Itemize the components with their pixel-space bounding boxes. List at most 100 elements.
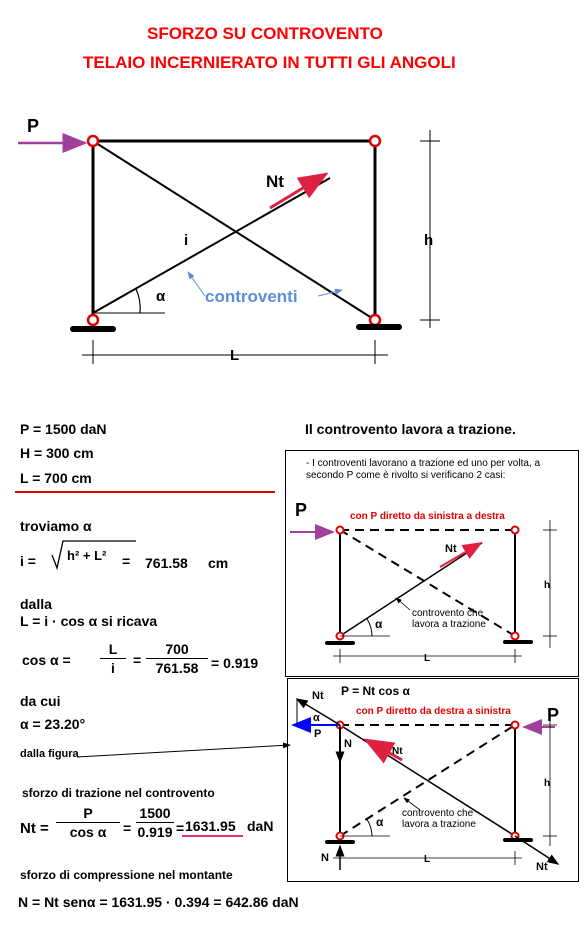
angle-arc-icon bbox=[365, 817, 373, 837]
case2-label-nt-top: Nt bbox=[312, 690, 324, 702]
da-cui: da cui bbox=[20, 693, 61, 709]
fraction-bar bbox=[146, 658, 208, 659]
sqrt-icon bbox=[51, 540, 136, 571]
nt-fraction-2: 1500 0.919 bbox=[136, 805, 174, 840]
cos-lhs: cos α = bbox=[22, 652, 71, 668]
case1-frame bbox=[290, 520, 557, 663]
nt-unit: daN bbox=[247, 818, 274, 834]
pointer-icon bbox=[76, 742, 291, 758]
trazione-label: sforzo di trazione nel controvento bbox=[22, 786, 215, 800]
support-icon bbox=[356, 324, 402, 330]
hinge-icon bbox=[335, 525, 345, 535]
case1-title: con P diretto da sinistra a destra bbox=[350, 511, 505, 522]
cos-result: = 0.919 bbox=[211, 655, 259, 671]
support-icon bbox=[325, 840, 355, 844]
compressione-label: sforzo di compressione nel montante bbox=[20, 868, 233, 882]
case2-label-n-top: N bbox=[344, 738, 352, 750]
nt-vector-icon bbox=[295, 698, 341, 726]
case2-label-n-bottom: N bbox=[321, 852, 329, 864]
case1-box bbox=[285, 450, 579, 677]
nt-frac2-num: 1500 bbox=[139, 805, 171, 821]
label-p: P bbox=[27, 116, 40, 136]
relation: L = i · cos α si ricava bbox=[20, 613, 158, 629]
nt-frac2-den: 0.919 bbox=[137, 824, 173, 840]
support-icon bbox=[325, 641, 355, 645]
data-l: L = 700 cm bbox=[20, 470, 92, 486]
nt-fraction-1: P cos α bbox=[56, 805, 120, 840]
title-line-2: TELAIO INCERNIERATO IN TUTTI GLI ANGOLI bbox=[83, 53, 456, 72]
dalla-figura: dalla figura bbox=[20, 748, 79, 760]
case1-note: controvento che lavora a trazione bbox=[412, 608, 486, 630]
nt-bottom-arrow-icon bbox=[514, 835, 560, 865]
nt-value: 1631.95 bbox=[185, 818, 236, 834]
case1-label-p: P bbox=[295, 500, 308, 520]
fraction-bar bbox=[136, 822, 174, 823]
fraction-bar bbox=[56, 822, 120, 823]
cos-eq1: = bbox=[133, 652, 142, 668]
case1-label-h: h bbox=[544, 580, 551, 591]
pointer-icon bbox=[317, 288, 343, 297]
i-radicand: h² + L² bbox=[67, 548, 107, 563]
main-frame bbox=[18, 130, 440, 364]
case2-label-l: L bbox=[424, 854, 431, 865]
tension-nt-arrow-icon bbox=[439, 541, 483, 568]
case2-label-h: h bbox=[544, 778, 551, 789]
cos-frac1-num: L bbox=[108, 641, 118, 657]
cos-frac2-den: 761.58 bbox=[155, 660, 199, 676]
nt-eq2: = bbox=[176, 820, 185, 836]
label-l: L bbox=[230, 347, 240, 364]
data-h: H = 300 cm bbox=[20, 445, 94, 461]
case2-box bbox=[287, 678, 579, 882]
case2-formula: P = Nt cos α bbox=[341, 684, 410, 698]
support-icon bbox=[503, 640, 533, 644]
case2-label-nt-mid: Nt bbox=[392, 746, 403, 757]
dalla: dalla bbox=[20, 596, 52, 612]
case2-note: controvento che lavora a trazione bbox=[402, 808, 476, 830]
case1-label-l: L bbox=[424, 653, 431, 664]
label-alpha: α bbox=[156, 288, 166, 305]
tension-nt-arrow-icon bbox=[269, 172, 329, 210]
hinge-icon bbox=[510, 720, 520, 730]
nt-frac1-den: cos α bbox=[69, 824, 107, 840]
case2-title: con P diretto da destra a sinistra bbox=[356, 706, 511, 717]
data-p: P = 1500 daN bbox=[20, 421, 107, 437]
case2-frame bbox=[291, 698, 560, 870]
angle-arc-icon bbox=[366, 618, 373, 637]
i-lhs: i = bbox=[20, 553, 36, 569]
hinge-icon bbox=[368, 313, 382, 327]
angle-arc-icon bbox=[135, 288, 141, 314]
tension-nt-arrow-icon bbox=[363, 738, 403, 764]
cos-frac1-den: i bbox=[111, 660, 115, 676]
case2-label-nt-bottom: Nt bbox=[536, 861, 548, 873]
nt-lhs: Nt = bbox=[20, 820, 49, 837]
cos-fraction-2: 700 761.58 bbox=[146, 641, 208, 676]
i-unit: cm bbox=[208, 555, 229, 571]
case2-label-alpha-top: α bbox=[313, 712, 320, 724]
label-h: h bbox=[424, 232, 434, 249]
case2-label-p: P bbox=[547, 705, 560, 725]
case2-label-p-small: P bbox=[314, 728, 322, 740]
pointer-icon bbox=[403, 797, 421, 811]
label-nt: Nt bbox=[266, 172, 284, 191]
case1-label-alpha: α bbox=[375, 617, 383, 631]
i-eq: = bbox=[122, 553, 131, 569]
n-formula: N = Nt senα = 1631.95 · 0.394 = 642.86 d… bbox=[18, 894, 299, 910]
cos-fraction-1: L i bbox=[100, 641, 126, 676]
i-value: 761.58 bbox=[145, 555, 188, 571]
hinge-icon bbox=[510, 631, 520, 641]
title-line-1: SFORZO SU CONTROVENTO bbox=[147, 24, 383, 43]
pointer-icon bbox=[395, 597, 411, 611]
case2-label-alpha: α bbox=[376, 815, 384, 829]
support-icon bbox=[70, 326, 116, 332]
pointer-icon bbox=[187, 271, 206, 297]
case1-label-nt: Nt bbox=[445, 543, 457, 555]
right-note: - I controventi lavorano a trazione ed u… bbox=[306, 458, 541, 481]
label-i: i bbox=[184, 232, 189, 249]
hinge-icon bbox=[510, 525, 520, 535]
support-icon bbox=[503, 838, 533, 842]
hinge-icon bbox=[86, 313, 100, 327]
cos-frac2-num: 700 bbox=[165, 641, 189, 657]
alpha-value: α = 23.20° bbox=[20, 716, 86, 732]
hinge-icon bbox=[368, 134, 382, 148]
